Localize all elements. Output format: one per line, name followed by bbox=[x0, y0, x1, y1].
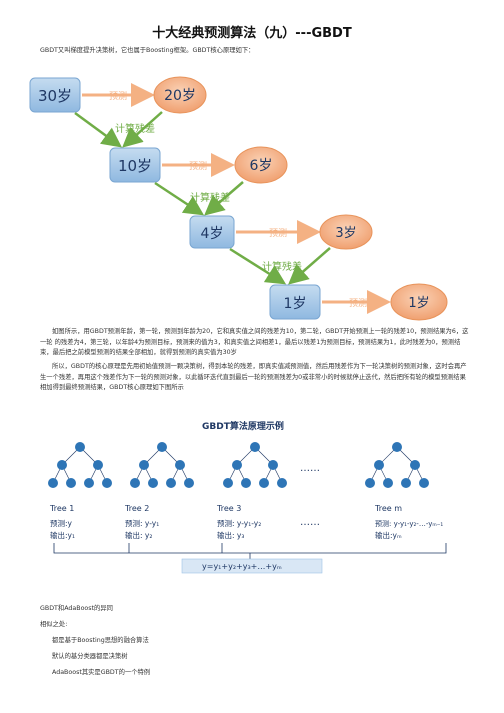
tree-node bbox=[223, 478, 233, 488]
paragraph-2: 所以，GBDT的核心原理是先用初始值预测一颗决策树，得到本轮的残差，即真实值减预… bbox=[40, 363, 467, 391]
tree3-predict: 预测: y-y₁-y₂ bbox=[217, 518, 261, 528]
tree-node bbox=[277, 478, 287, 488]
predict-label-1: 预测 bbox=[109, 91, 127, 102]
tree-node bbox=[250, 442, 260, 452]
tree-node bbox=[401, 478, 411, 488]
actual-box-2 bbox=[109, 147, 161, 183]
treem-output: 输出:yₘ bbox=[375, 530, 402, 540]
predict-label-4: 预测 bbox=[349, 298, 367, 309]
tree3-name: Tree 3 bbox=[216, 504, 241, 513]
tree-node bbox=[139, 460, 149, 470]
predicted-label-4: 1岁 bbox=[408, 296, 429, 311]
tree-node bbox=[75, 442, 85, 452]
intro-paragraph: GBDT又叫梯度提升决策树，它也属于Boosting框架。GBDT核心原理如下： bbox=[40, 47, 255, 54]
sum-formula: y=y₁+y₂+y₃+…+yₘ bbox=[202, 562, 282, 571]
tree3-output: 输出: y₃ bbox=[217, 530, 244, 540]
tree-node bbox=[48, 478, 58, 488]
treem-name: Tree m bbox=[374, 504, 402, 513]
diagram2-title: GBDT算法原理示例 bbox=[202, 420, 284, 432]
ellipsis-top: …… bbox=[300, 463, 320, 474]
tree-node bbox=[365, 478, 375, 488]
gbdt-principle-diagram: GBDT算法原理示例 …… …… Tree 1 预测:y 输出:y₁ Tree … bbox=[42, 413, 462, 585]
tree1-predict: 预测:y bbox=[50, 518, 73, 528]
tree-node bbox=[166, 478, 176, 488]
predicted-label-1: 20岁 bbox=[164, 88, 196, 104]
similarity-heading: 相似之处: bbox=[40, 621, 68, 628]
paragraph-1: 如图所示，用GBDT预测年龄，第一轮，预测到年龄为20，它和真实值之间的残差为1… bbox=[40, 328, 469, 356]
tree-node bbox=[419, 478, 429, 488]
tree-node bbox=[93, 460, 103, 470]
actual-label-4: 1岁 bbox=[284, 296, 307, 312]
predicted-oval-2 bbox=[234, 146, 288, 184]
tree-node bbox=[241, 478, 251, 488]
residual-label-3: 计算残差 bbox=[262, 260, 302, 273]
actual-label-2: 10岁 bbox=[118, 157, 152, 175]
tree-node bbox=[259, 478, 269, 488]
tree-node bbox=[268, 460, 278, 470]
tree-node bbox=[57, 460, 67, 470]
tree-node bbox=[102, 478, 112, 488]
predicted-oval-3 bbox=[319, 214, 373, 250]
treem-predict: 预测: y-y₁-y₂-…-yₘ₋₁ bbox=[375, 519, 443, 528]
tree-node bbox=[232, 460, 242, 470]
tree2-name: Tree 2 bbox=[124, 504, 149, 513]
tree2-predict: 预测: y-y₁ bbox=[125, 518, 159, 528]
tree-node bbox=[175, 460, 185, 470]
point-1: 都是基于Boosting思想的融合算法 bbox=[52, 637, 149, 644]
predict-label-3: 预测 bbox=[269, 228, 287, 239]
tree1-name: Tree 1 bbox=[49, 504, 74, 513]
tree1-output: 输出:y₁ bbox=[50, 530, 75, 540]
tree-node bbox=[383, 478, 393, 488]
tree-node bbox=[130, 478, 140, 488]
actual-label-3: 4岁 bbox=[201, 226, 224, 242]
sum-bar bbox=[181, 558, 323, 574]
point-3: AdaBoost其实是GBDT的一个特例 bbox=[52, 669, 151, 676]
tree-node bbox=[157, 442, 167, 452]
tree-node bbox=[66, 478, 76, 488]
page-title: 十大经典预测算法（九）---GBDT bbox=[152, 26, 352, 41]
tree-node bbox=[374, 460, 384, 470]
section-heading: GBDT和AdaBoost的异同 bbox=[40, 605, 113, 612]
predicted-oval-4 bbox=[390, 283, 448, 321]
actual-box-4 bbox=[269, 284, 321, 320]
residual-diagram: 30岁 预测 20岁 计算残差 10岁 预测 6岁 计算残差 4岁 预测 3岁 … bbox=[29, 76, 448, 321]
tree-node bbox=[84, 478, 94, 488]
tree-node bbox=[392, 442, 402, 452]
predicted-label-3: 3岁 bbox=[335, 226, 356, 241]
predict-label-2: 预测 bbox=[189, 161, 207, 172]
tree-node bbox=[184, 478, 194, 488]
ellipsis-bottom: …… bbox=[300, 517, 320, 528]
predicted-oval-1 bbox=[153, 76, 207, 114]
residual-label-1: 计算残差 bbox=[115, 122, 155, 135]
actual-box-1 bbox=[29, 77, 81, 113]
point-2: 默认的基分类器都是决策树 bbox=[52, 653, 128, 660]
predicted-label-2: 6岁 bbox=[250, 158, 273, 174]
actual-box-3 bbox=[189, 215, 235, 249]
residual-label-2: 计算残差 bbox=[190, 191, 230, 204]
tree2-output: 输出: y₂ bbox=[125, 530, 152, 540]
tree-node bbox=[410, 460, 420, 470]
tree-node bbox=[148, 478, 158, 488]
actual-label-1: 30岁 bbox=[38, 87, 72, 105]
